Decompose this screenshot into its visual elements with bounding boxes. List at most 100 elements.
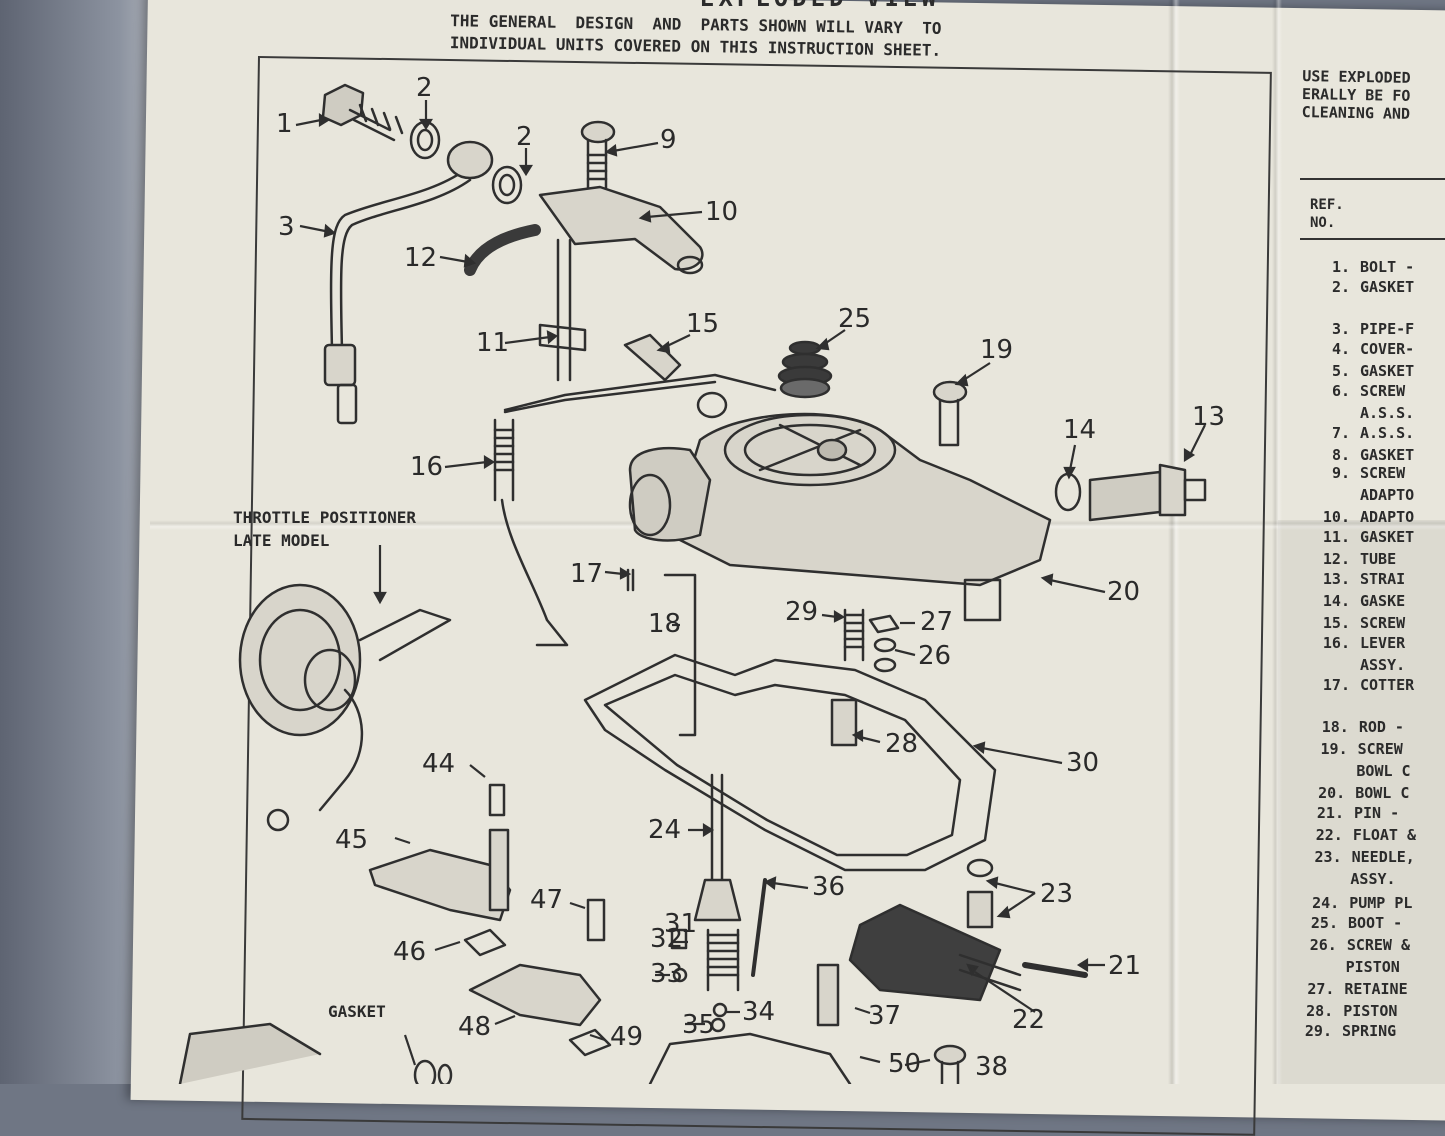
part-description: SCREW & [1346,936,1411,954]
part-label-34: 34 [742,997,775,1027]
part-label-28: 28 [885,729,918,759]
part-description: GASKET [1360,362,1415,380]
part-label-12: 12 [404,243,437,273]
throttle-positioner [238,583,452,832]
part-label-49: 49 [610,1022,643,1052]
ref-number: 15. [1322,614,1350,632]
parts-list-row: 22.FLOAT & [1293,826,1416,844]
parts-list-row: 21. PIN - [1294,804,1399,822]
part-label-3: 3 [278,212,295,242]
leader-lines [295,100,1206,1067]
ref-number: 12. [1322,550,1350,568]
ref-number: 5. [1331,362,1350,380]
parts-list-row: 18.ROD - [1299,718,1404,736]
part-description: BOOT - [1348,914,1403,932]
part-label-33: 33 [650,959,683,989]
rubber-boot [777,340,833,399]
part-label-50: 50 [888,1049,921,1079]
parts-list-row: 6.SCREW [1300,382,1405,400]
part-description: GASKE [1360,592,1406,610]
gasket-caption: GASKET [328,1002,386,1021]
part-label-21: 21 [1108,951,1141,981]
part-description: BOWL C [1355,784,1410,802]
ref-number: 17. [1322,676,1350,694]
ref-number: 14. [1322,592,1350,610]
ref-number: 29. [1304,1022,1332,1040]
parts-list-row: 17. COTTER [1300,676,1414,694]
part-label-30: 30 [1066,748,1099,778]
part-label-38: 38 [975,1052,1008,1082]
part-description: GASKET [1360,446,1415,464]
parts-list-row: 3.PIPE-F [1300,320,1414,338]
bolt-part [321,83,404,142]
part-description: COTTER [1360,676,1415,694]
part-label-46: 46 [393,937,426,967]
part-description: ASSY. [1350,870,1396,888]
part-description: SPRING [1342,1022,1397,1040]
part-label-35: 35 [682,1010,715,1040]
parts-list-row: 5. GASKET [1300,362,1414,380]
part-label-2: 2 [516,122,533,152]
fold-crease-vertical [1168,0,1180,1084]
ref-number: 7. [1331,424,1350,442]
part-label-18: 18 [648,609,681,639]
part-label-32: 32 [650,924,683,954]
fuel-pipe [329,168,467,352]
parts-list-row: PISTON [1286,958,1400,976]
part-label-48: 48 [458,1012,491,1042]
part-description: STRAI [1360,570,1406,588]
ref-number: 26. [1309,936,1337,954]
parts-list-row: 25. BOOT - [1288,914,1402,932]
parts-list-row: 11. GASKET [1300,528,1414,546]
part-description: TUBE [1360,550,1397,568]
ref-number: 21. [1316,804,1344,822]
part-description: PIN - [1354,804,1400,822]
ref-number: 4. [1331,340,1350,358]
part-description: ROD - [1358,718,1404,736]
exploded-view-diagram: 1223910121115251914131617182927262028302… [178,73,1225,1084]
ref-number: 11. [1322,528,1350,546]
ref-number: 3. [1331,320,1350,338]
ref-number: 27. [1307,980,1335,998]
part-description: SCREW [1360,382,1406,400]
parts-list-row: 7.A.S.S. [1300,424,1414,442]
part-label-15: 15 [686,309,719,339]
part-description: A.S.S. [1360,404,1415,422]
page-title: EXPLODED VIEW [700,0,940,12]
parts-list-row: 28.PISTON [1283,1002,1397,1020]
part-description: ASSY. [1360,656,1406,674]
fold-crease-vertical-2 [1272,0,1282,1084]
ref-number: 24. [1312,894,1340,912]
ref-number: 13. [1322,570,1350,588]
part-label-20: 20 [1107,577,1140,607]
ref-number: 8. [1331,446,1350,464]
part-label-14: 14 [1063,415,1096,445]
part-label-44: 44 [422,749,455,779]
part-label-22: 22 [1012,1005,1045,1035]
part-label-25: 25 [838,304,871,334]
parts-list-row: 14. GASKE [1300,592,1405,610]
parts-list-row: 1.BOLT - [1300,258,1414,276]
parts-list-row: 9.SCREW [1300,464,1405,482]
part-label-27: 27 [920,607,953,637]
ref-number: 2. [1331,278,1350,296]
late-model-caption: LATE MODEL [233,531,329,550]
part-label-13: 13 [1192,402,1225,432]
gasket-plate [583,653,997,872]
part-description: BOLT - [1360,258,1415,276]
part-description: GASKET [1360,528,1415,546]
part-description: GASKET [1360,278,1415,296]
part-label-10: 10 [705,197,738,227]
part-label-45: 45 [335,825,368,855]
parts-list-row: 26. SCREW & [1287,936,1410,954]
table-header-rule [1300,238,1445,240]
part-label-36: 36 [812,872,845,902]
part-label-19: 19 [980,335,1013,365]
part-description: SCREW [1360,614,1406,632]
part-description: COVER- [1360,340,1415,358]
parts-list-row: 19.SCREW [1298,740,1403,758]
ref-number: 25. [1310,914,1338,932]
part-label-37: 37 [868,1001,901,1031]
parts-list-row: 29. SPRING [1282,1022,1396,1040]
part-description: ADAPTO [1360,508,1415,526]
